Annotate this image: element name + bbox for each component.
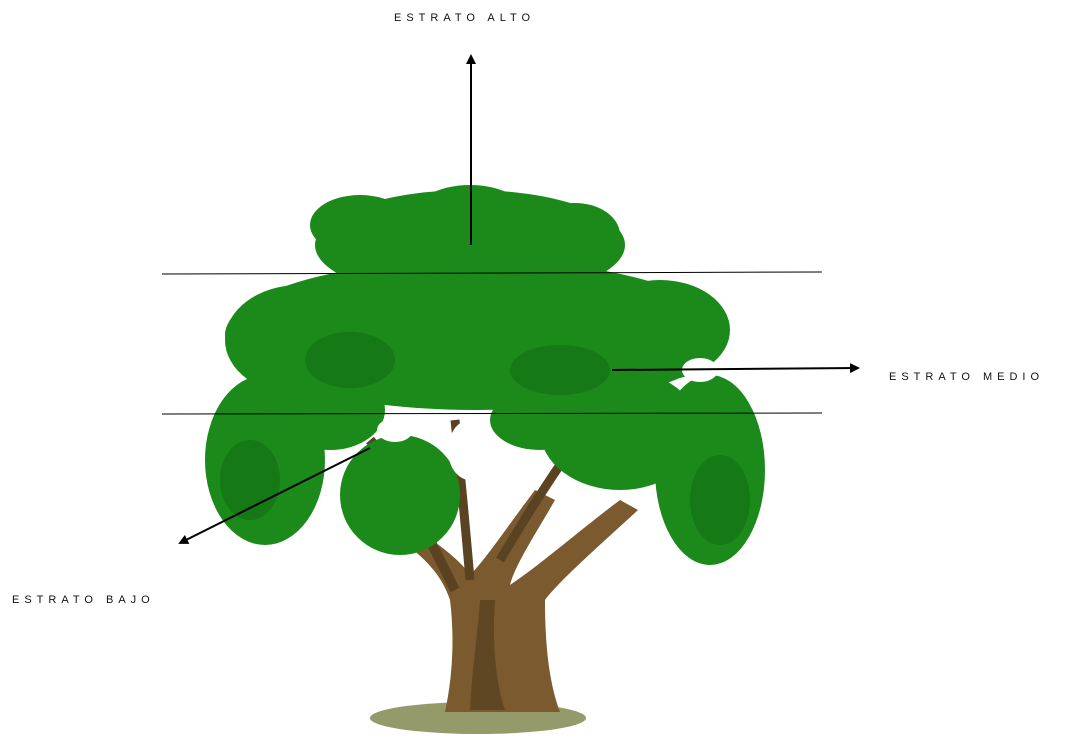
tree-icon bbox=[205, 185, 765, 734]
label-estrato-medio: ESTRATO MEDIO bbox=[889, 371, 1044, 383]
label-estrato-bajo: ESTRATO BAJO bbox=[12, 594, 155, 606]
tree-foliage bbox=[205, 185, 765, 565]
label-estrato-alto: ESTRATO ALTO bbox=[394, 12, 535, 24]
